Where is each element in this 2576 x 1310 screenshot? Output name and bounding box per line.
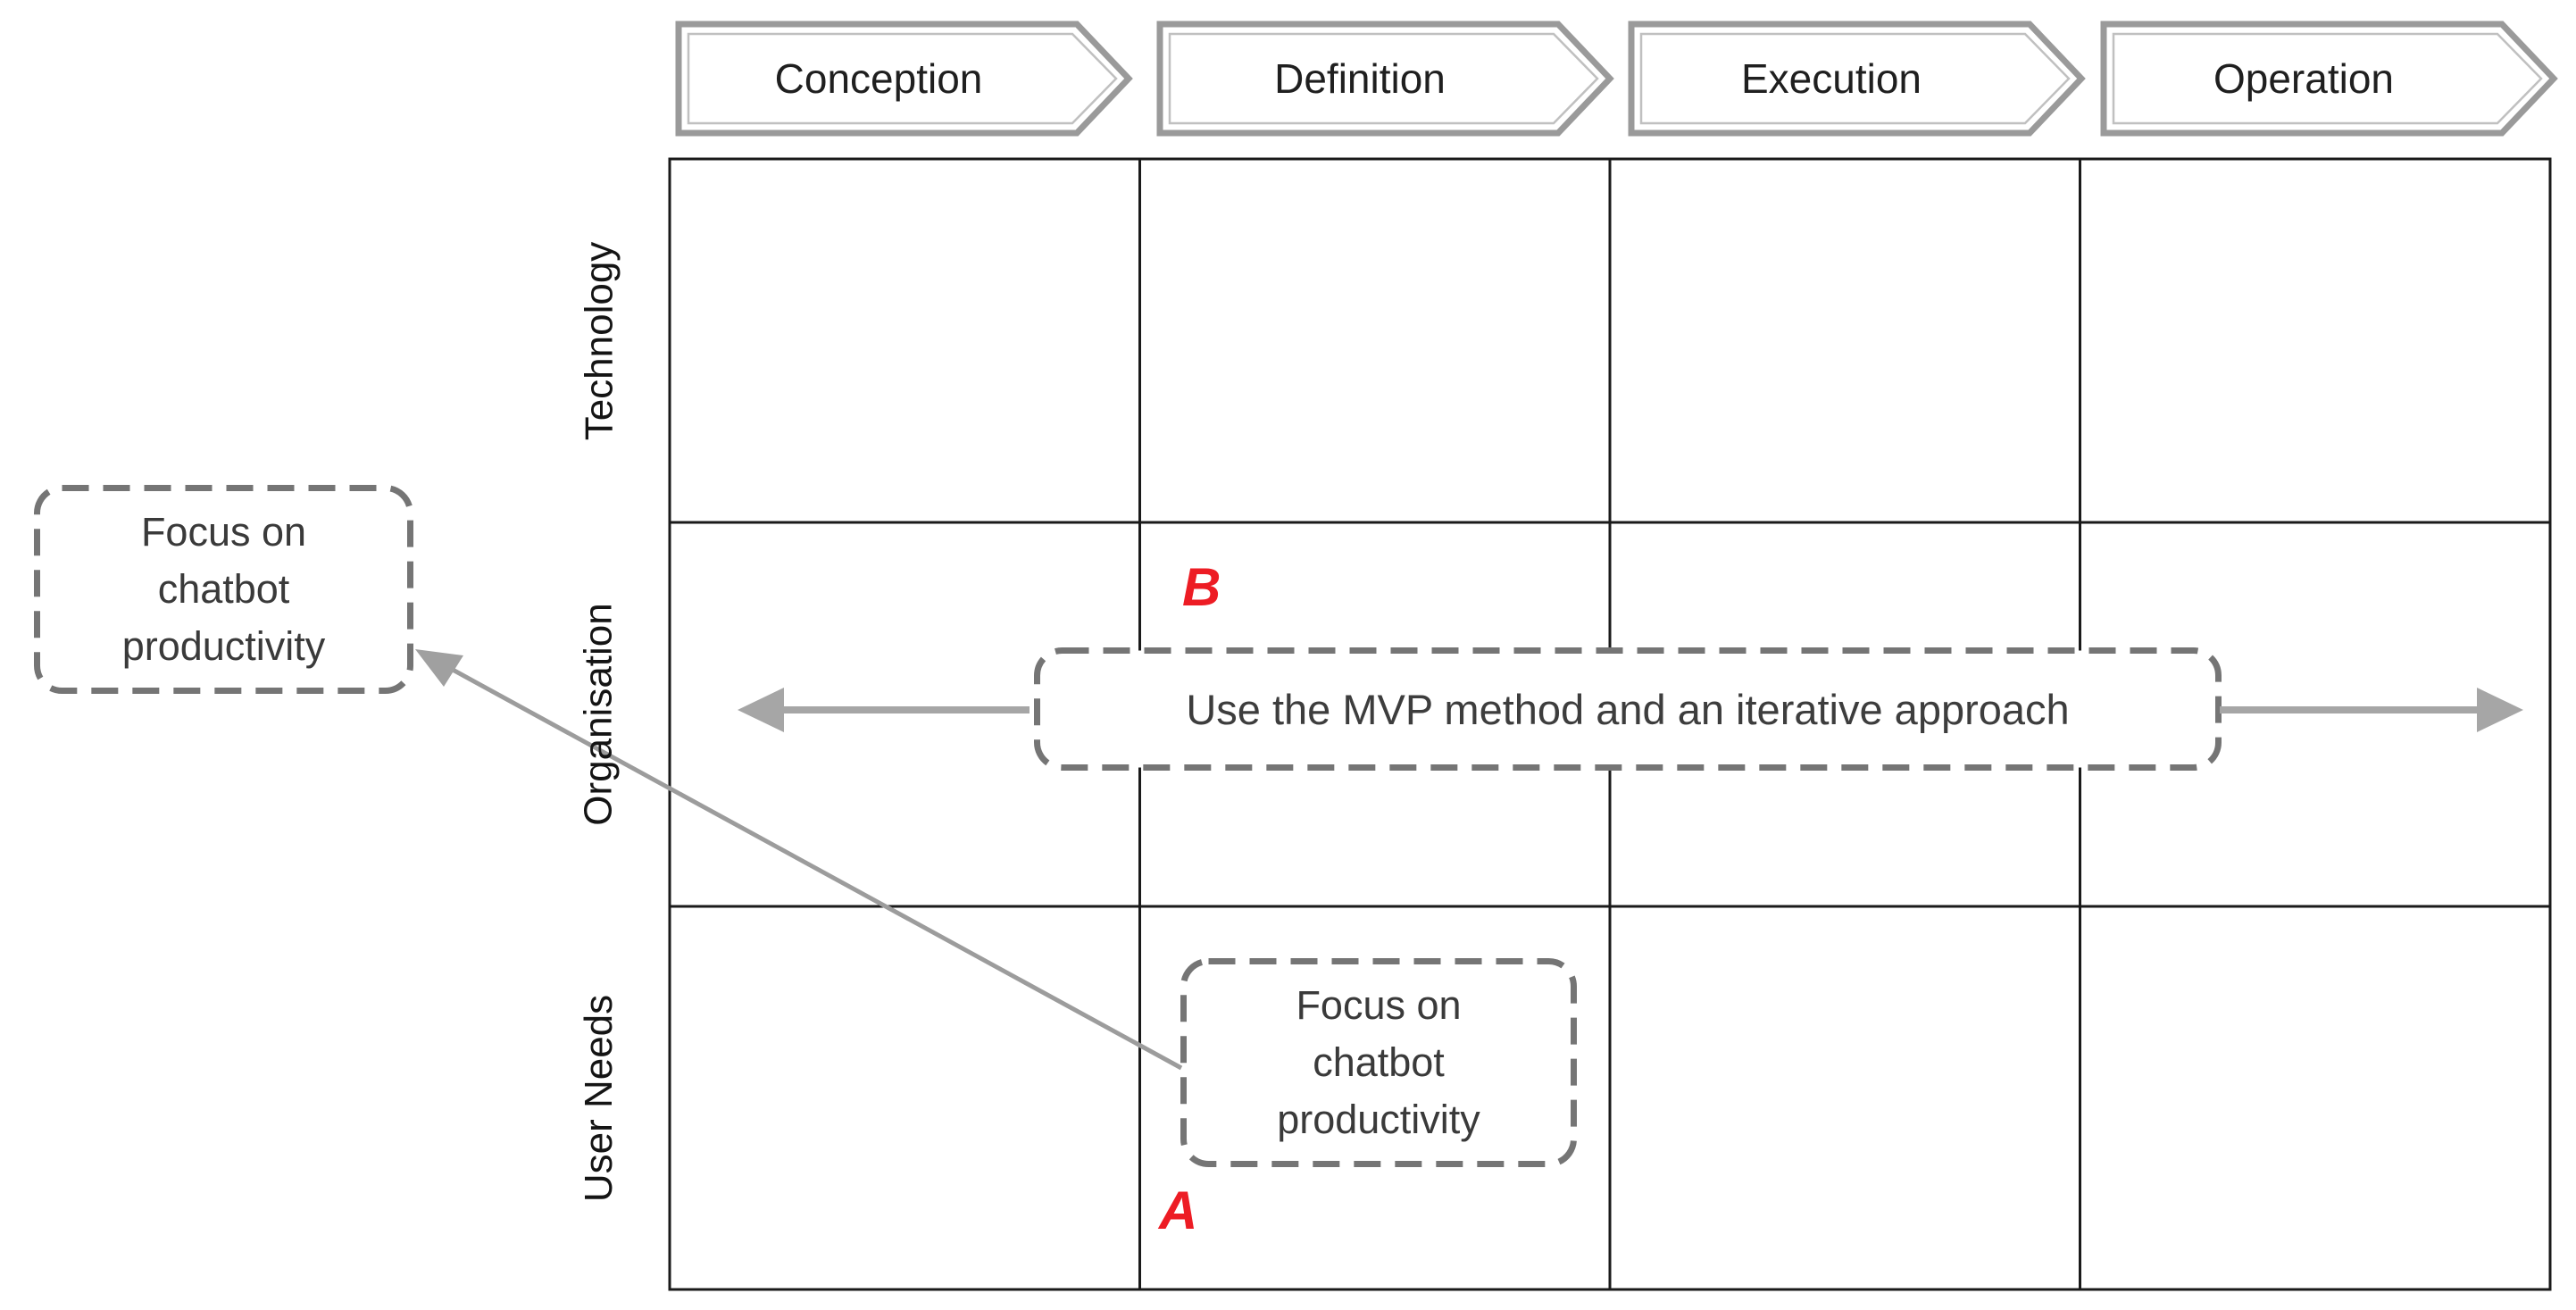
phase-label-definition: Definition [1274, 55, 1446, 102]
left-note-dashed-box [34, 485, 413, 694]
row-label-user-needs: User Needs [532, 906, 666, 1289]
phase-label-operation: Operation [2213, 55, 2394, 102]
note-focus-productivity-outer: Focus on chatbot productivity [34, 485, 413, 694]
row-label-organisation: Organisation [532, 522, 666, 906]
note-text: Use the MVP method and an iterative appr… [1186, 685, 2070, 733]
note-text: Focus on chatbot productivity [1277, 982, 1480, 1142]
note-text: Focus on chatbot productivity [121, 509, 326, 669]
mvp-extent-arrows [738, 688, 2523, 732]
chevron-shape [1628, 21, 2086, 137]
chevron-shape [1156, 21, 1614, 137]
phase-label-conception: Conception [774, 55, 983, 102]
marker-b: B [1182, 557, 1221, 617]
phase-chevron-execution: Execution [1628, 21, 2087, 137]
phase-chevron-conception: Conception [675, 21, 1134, 137]
left-arrowhead-icon [738, 688, 784, 732]
row-label-text: Technology [577, 241, 621, 440]
row-label-text: User Needs [577, 994, 621, 1202]
phase-chevron-operation: Operation [2100, 21, 2559, 137]
phase-label-execution: Execution [1740, 55, 1922, 102]
chevron-shape [675, 21, 1133, 137]
marker-a: A [1159, 1181, 1198, 1240]
mvp-note-dashed-box [1034, 647, 2222, 771]
phase-chevron-definition: Definition [1156, 21, 1615, 137]
row-label-technology: Technology [532, 159, 666, 522]
chevron-shape [2100, 21, 2558, 137]
diagonal-arrowhead-icon [415, 649, 463, 687]
row-label-text: Organisation [577, 603, 621, 826]
right-arrowhead-icon [2477, 688, 2523, 732]
diagonal-connector-line [451, 667, 1183, 1071]
matrix-grid [668, 157, 2552, 1291]
cell-note-dashed-box [1180, 958, 1577, 1167]
note-focus-productivity-cell: Focus on chatbot productivity [1180, 958, 1577, 1167]
note-mvp-method: Use the MVP method and an iterative appr… [1034, 647, 2222, 771]
